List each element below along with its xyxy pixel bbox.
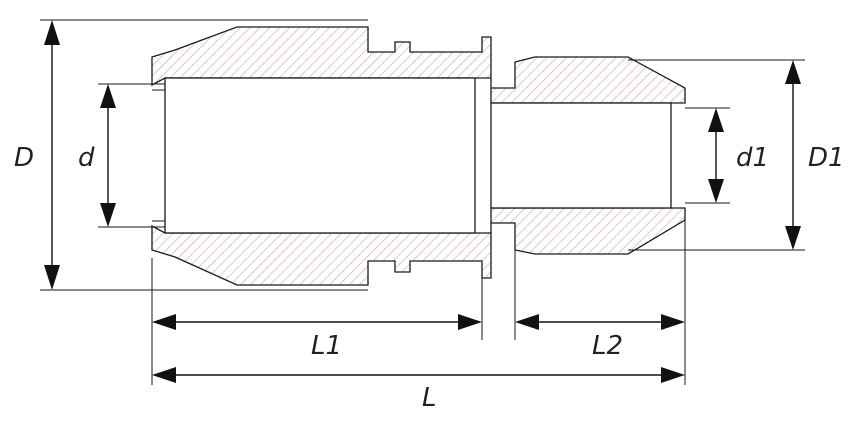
upper-wall-small (490, 56, 686, 104)
fitting-body (151, 26, 686, 286)
dimension-d1 (708, 108, 724, 203)
label-L1: L1 (311, 331, 342, 361)
label-d: d (78, 143, 95, 173)
dimension-D (44, 20, 60, 290)
dimension-L (152, 367, 685, 383)
dimension-L1 (152, 314, 482, 330)
dimension-L2 (515, 314, 685, 330)
large-bore (164, 77, 476, 234)
label-L: L (422, 383, 437, 413)
label-L2: L2 (592, 331, 623, 361)
label-d1: d1 (736, 143, 769, 173)
dimension-d (100, 84, 116, 227)
lower-wall-small (490, 207, 686, 255)
lower-wall-large (151, 224, 492, 286)
extension-lines (40, 19, 805, 385)
label-D1: D1 (808, 143, 845, 173)
upper-wall-large (151, 26, 492, 87)
label-D: D (14, 143, 34, 173)
dimension-D1 (785, 60, 801, 250)
small-bore (490, 102, 672, 209)
